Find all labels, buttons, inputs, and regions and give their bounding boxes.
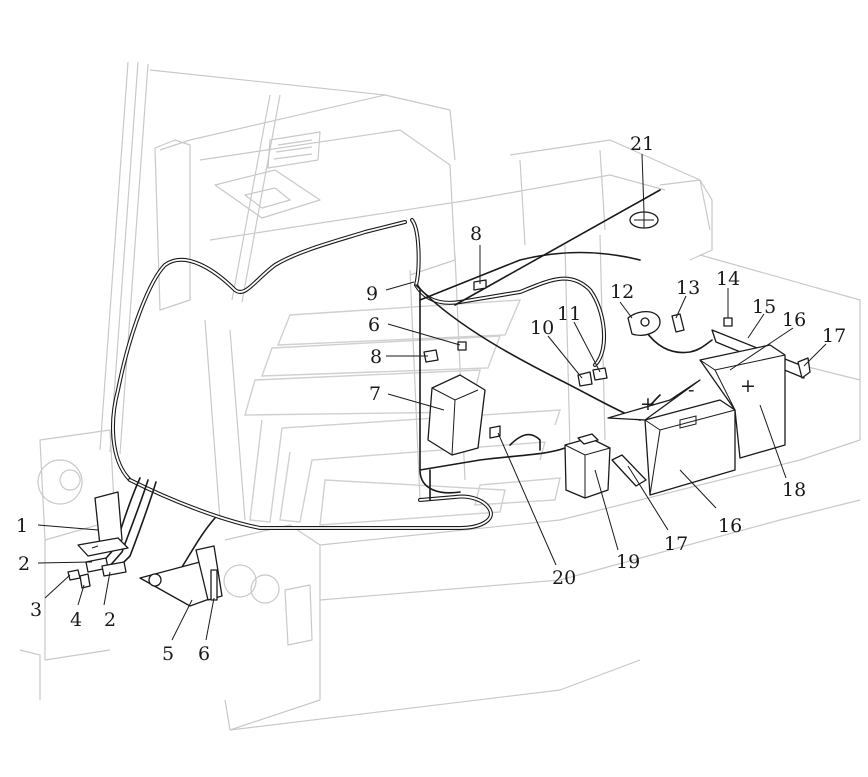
bracket-part-5 — [139, 545, 223, 607]
beacon-part-21 — [629, 211, 659, 229]
control-box-part-7 — [427, 374, 486, 456]
callout-6-bottom: 6 — [198, 643, 210, 665]
bracket-part-1 — [77, 491, 129, 557]
callout-4: 4 — [70, 609, 82, 631]
connector-part-20 — [489, 425, 501, 439]
callout-17-bottom: 17 — [664, 533, 688, 555]
callout-9: 9 — [366, 283, 378, 305]
battery-plus-mark: + — [740, 375, 756, 397]
callout-18: 18 — [782, 479, 806, 501]
clamp-part-2 — [85, 557, 127, 577]
callout-8-top: 8 — [470, 223, 482, 245]
callout-19: 19 — [616, 551, 640, 573]
battery-minus-mark: - — [688, 379, 694, 401]
leader-lines — [37, 153, 827, 641]
callout-12: 12 — [610, 281, 634, 303]
callout-20: 20 — [552, 567, 576, 589]
callout-15: 15 — [752, 296, 776, 318]
callout-21: 21 — [630, 133, 654, 155]
callout-6-top: 6 — [368, 314, 380, 336]
callout-16-top: 16 — [782, 309, 806, 331]
fitting-part-13-14 — [671, 313, 733, 333]
clip-part-8 — [423, 279, 487, 363]
main-harness — [99, 189, 767, 583]
fastener-part-3-4 — [67, 569, 91, 589]
callout-5: 5 — [162, 643, 174, 665]
callout-labels: 1 2 2 3 4 5 6 6 7 8 8 9 10 11 12 13 14 1… — [16, 133, 846, 665]
machine-body-outline — [19, 61, 861, 731]
callout-14: 14 — [716, 268, 740, 290]
callout-1: 1 — [16, 515, 28, 537]
watermark-logo — [244, 299, 561, 526]
callout-11: 11 — [557, 303, 581, 325]
switch-part-12 — [627, 311, 661, 336]
callout-2-left: 2 — [18, 553, 30, 575]
reservoir-part-19 — [564, 433, 611, 499]
cable-part-17 — [611, 454, 647, 487]
callout-13: 13 — [676, 277, 700, 299]
callout-10: 10 — [530, 317, 554, 339]
callout-2-bottom: 2 — [104, 609, 116, 631]
battery-part-16: - + + — [607, 344, 786, 496]
relay-part-10-11 — [577, 367, 608, 387]
battery-plus-mark-left: + — [640, 393, 656, 415]
callout-7: 7 — [369, 383, 381, 405]
callout-17-right: 17 — [822, 325, 846, 347]
callout-8-left: 8 — [370, 346, 382, 368]
bolt-part-6 — [210, 341, 467, 601]
callout-16-bottom: 16 — [718, 515, 742, 537]
callout-3: 3 — [30, 599, 42, 621]
